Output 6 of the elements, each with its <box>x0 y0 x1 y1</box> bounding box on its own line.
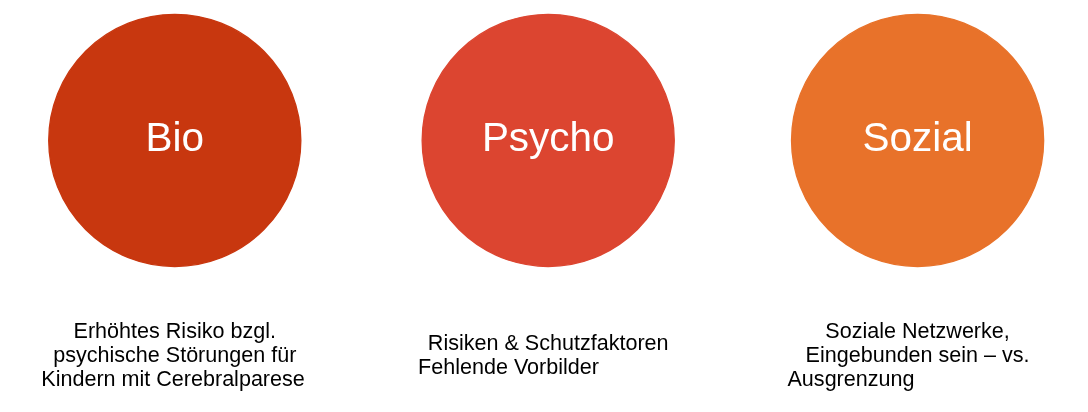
node-circle: Bio <box>47 13 301 267</box>
node-circle: Psycho <box>421 13 675 267</box>
node-label: Risiken & Schutzfaktoren Fehlende Vorbilder <box>417 329 669 379</box>
node-circle: Sozial <box>790 13 1044 267</box>
node-label: Soziale Netzwerke, Eingebunden sein – vs. Ausgrenzung <box>787 317 1030 391</box>
node-label: Erhöhtes Risiko bzgl. psychische Störungen für Kindern mit Cerebralparese <box>40 317 305 391</box>
